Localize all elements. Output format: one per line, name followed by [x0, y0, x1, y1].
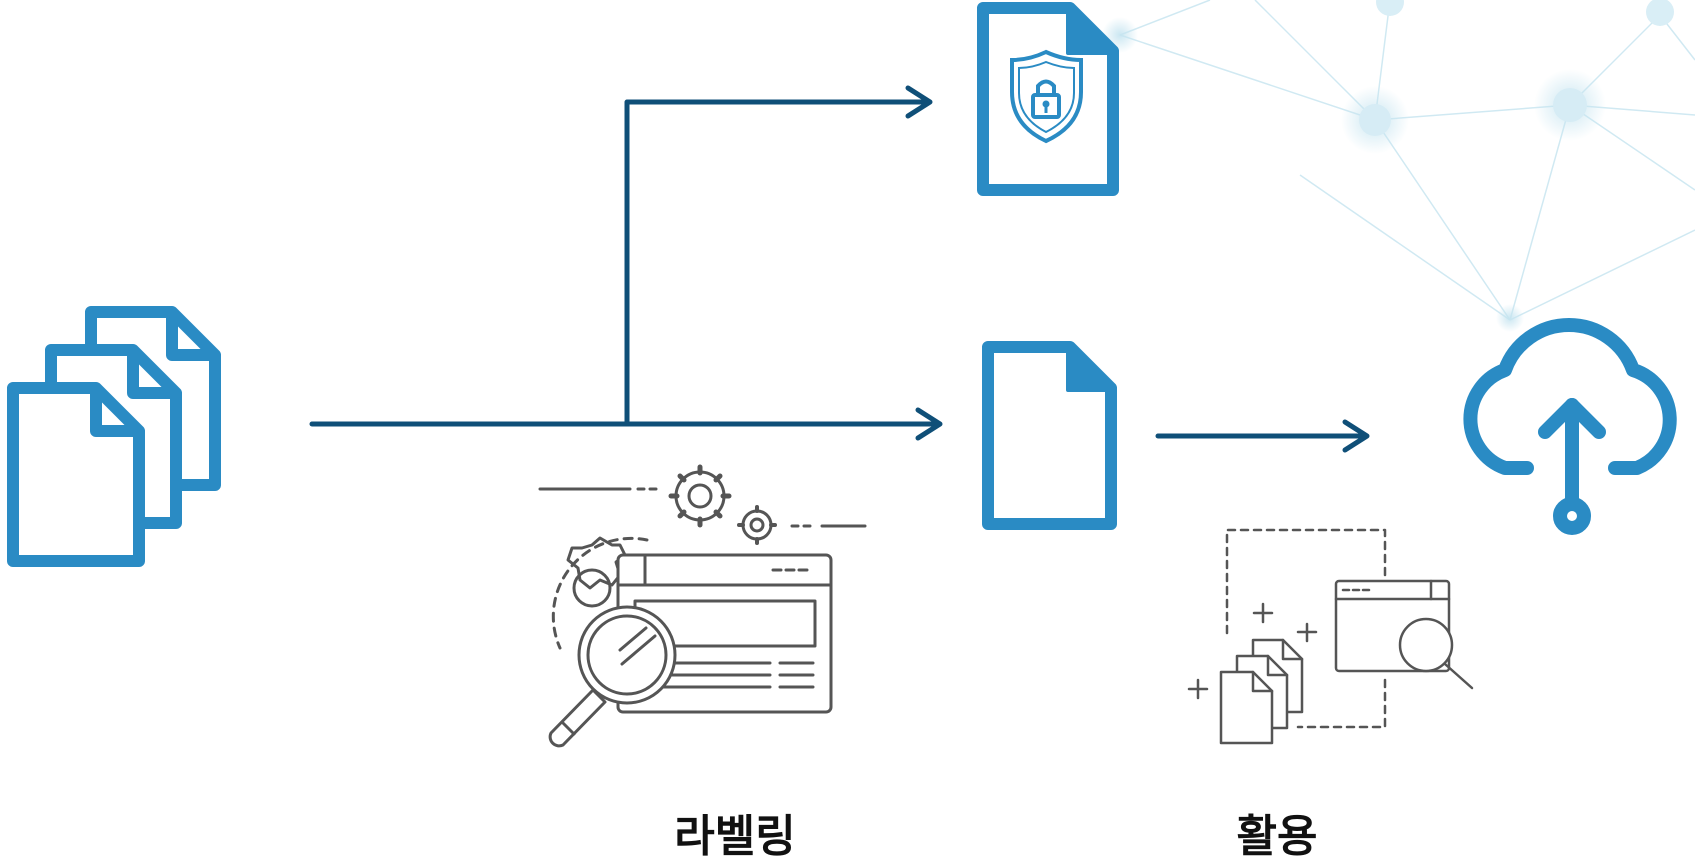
- main-arrowhead: [915, 407, 943, 441]
- flow-arrows: [309, 85, 1370, 453]
- labeling-process-icon: [538, 464, 867, 748]
- network-nodes: [1102, 0, 1674, 332]
- labeling-label: 라벨링: [674, 811, 796, 862]
- document-icon: [982, 341, 1117, 530]
- lock-icon: [1036, 79, 1056, 96]
- upload-arrowhead: [1342, 419, 1370, 453]
- cloud-upload-icon: [1463, 318, 1677, 535]
- small-gear-icon: [741, 509, 773, 541]
- secure-document-icon: [977, 2, 1119, 196]
- usage-search-icon: [1187, 528, 1474, 745]
- usage-label: 활용: [1236, 811, 1318, 862]
- network-background: [1119, 0, 1695, 321]
- magnifier-icon: [577, 605, 677, 705]
- branch-arrowhead: [905, 85, 933, 119]
- stacked-documents-icon: [7, 306, 221, 567]
- branch-flow-arrow: [624, 99, 931, 427]
